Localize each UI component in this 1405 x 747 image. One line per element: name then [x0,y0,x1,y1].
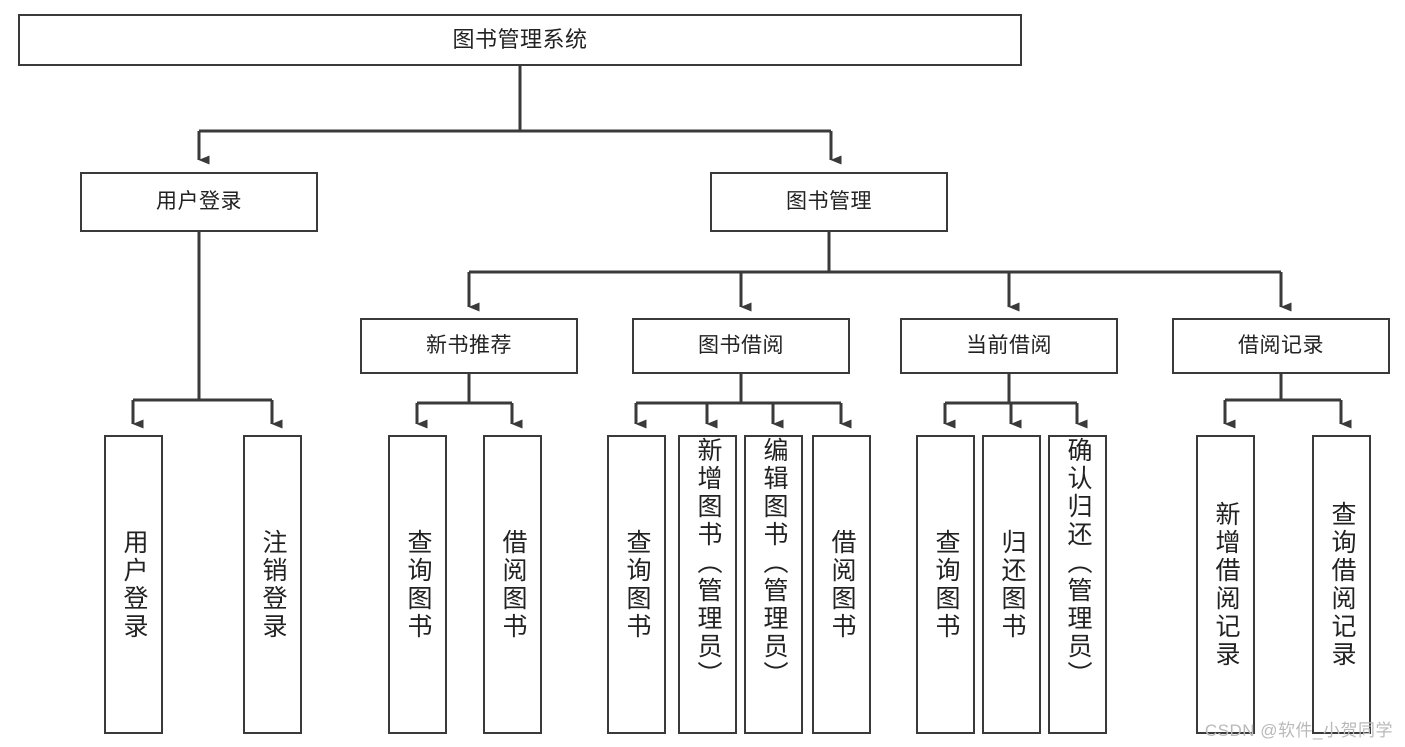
node-leaf-add-book-admin-label: 新增图书（管理员） [694,437,722,689]
node-book-manage[interactable]: 图书管理 [710,172,948,232]
csdn-watermark: CSDN @软件_小贺同学 [1204,721,1393,740]
node-leaf-query-borrow-record[interactable]: 查询借阅记录 [1312,435,1371,734]
node-root-system-label: 图书管理系统 [452,27,588,53]
node-leaf-add-borrow-record-label: 新增借阅记录 [1212,500,1240,669]
node-leaf-user-logout[interactable]: 注销登录 [243,435,302,734]
node-leaf-query-book-1-label: 查询图书 [404,528,432,641]
node-leaf-user-login-label: 用户登录 [120,528,148,641]
node-borrow-record-label: 借阅记录 [1238,333,1324,357]
node-new-book-recommend[interactable]: 新书推荐 [360,318,578,374]
node-leaf-user-logout-label: 注销登录 [259,528,287,641]
node-leaf-query-book-2-label: 查询图书 [623,528,651,641]
node-borrow-record[interactable]: 借阅记录 [1172,318,1390,374]
node-leaf-user-login[interactable]: 用户登录 [104,435,163,734]
node-leaf-query-book-3[interactable]: 查询图书 [916,435,975,734]
node-book-manage-label: 图书管理 [786,189,872,213]
node-user-login-label: 用户登录 [156,189,242,213]
node-current-borrow-label: 当前借阅 [966,333,1052,357]
node-leaf-borrow-book-1[interactable]: 借阅图书 [483,435,542,734]
node-leaf-borrow-book-1-label: 借阅图书 [499,528,527,641]
node-book-borrow[interactable]: 图书借阅 [632,318,850,374]
node-leaf-query-borrow-record-label: 查询借阅记录 [1328,500,1356,669]
node-leaf-borrow-book-2[interactable]: 借阅图书 [812,435,871,734]
node-leaf-confirm-return-admin-label: 确认归还（管理员） [1064,437,1092,689]
node-leaf-query-book-2[interactable]: 查询图书 [607,435,666,734]
node-leaf-edit-book-admin[interactable]: 编辑图书（管理员） [744,435,803,734]
node-leaf-borrow-book-2-label: 借阅图书 [828,528,856,641]
node-user-login[interactable]: 用户登录 [80,172,318,232]
node-leaf-query-book-3-label: 查询图书 [932,528,960,641]
node-leaf-query-book-1[interactable]: 查询图书 [388,435,447,734]
node-leaf-edit-book-admin-label: 编辑图书（管理员） [760,437,788,689]
node-leaf-add-borrow-record[interactable]: 新增借阅记录 [1196,435,1255,734]
node-current-borrow[interactable]: 当前借阅 [900,318,1118,374]
node-leaf-confirm-return-admin[interactable]: 确认归还（管理员） [1048,435,1107,734]
node-new-book-recommend-label: 新书推荐 [426,333,512,357]
node-leaf-return-book[interactable]: 归还图书 [982,435,1041,734]
node-book-borrow-label: 图书借阅 [698,333,784,357]
node-leaf-return-book-label: 归还图书 [998,528,1026,641]
node-leaf-add-book-admin[interactable]: 新增图书（管理员） [678,435,737,734]
node-root-system[interactable]: 图书管理系统 [18,14,1022,66]
